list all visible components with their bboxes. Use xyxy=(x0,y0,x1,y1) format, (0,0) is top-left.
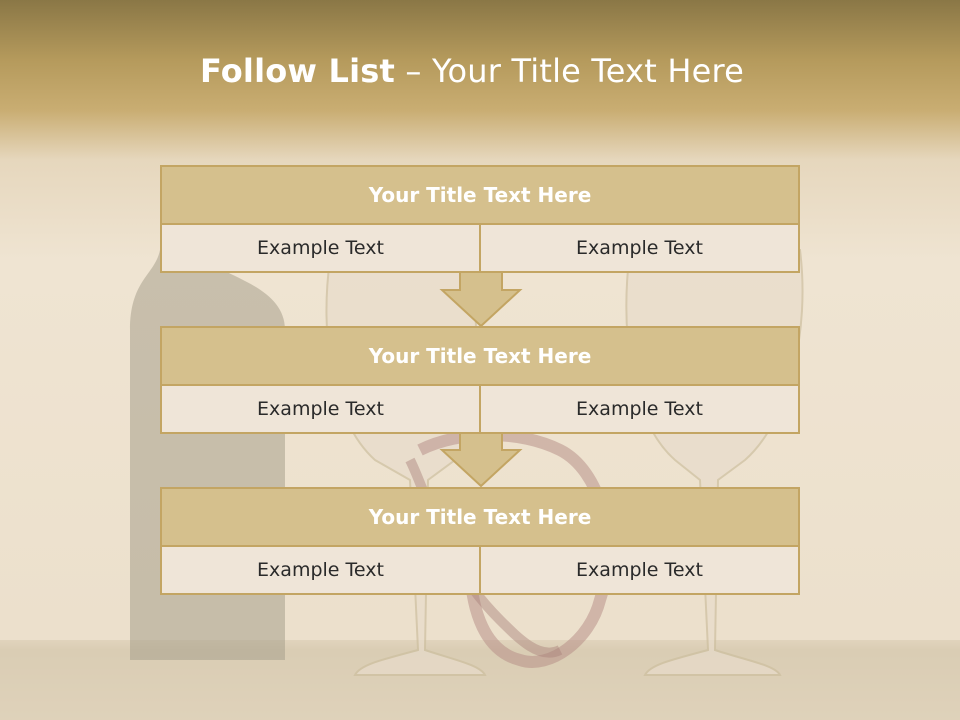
down-arrow-icon xyxy=(439,271,523,328)
step-cell-right: Example Text xyxy=(479,225,798,271)
step-cell-right: Example Text xyxy=(479,386,798,432)
slide-title: Follow List – Your Title Text Here xyxy=(0,52,944,90)
step-cell-right: Example Text xyxy=(479,547,798,593)
step-row: Example Text Example Text xyxy=(162,386,798,432)
slide-title-bold: Follow List xyxy=(199,52,396,90)
step-cell-left: Example Text xyxy=(257,398,384,420)
step-title: Your Title Text Here xyxy=(162,167,798,225)
step-block-2: Your Title Text Here Example Text Exampl… xyxy=(160,326,800,434)
step-cell-left: Example Text xyxy=(257,237,384,259)
step-row: Example Text Example Text xyxy=(162,225,798,271)
down-arrow-icon xyxy=(439,431,523,488)
step-cell-left: Example Text xyxy=(257,559,384,581)
slide-title-rest: – Your Title Text Here xyxy=(395,52,745,90)
step-block-1: Your Title Text Here Example Text Exampl… xyxy=(160,165,800,273)
right-glass-shape xyxy=(625,249,804,676)
step-title: Your Title Text Here xyxy=(162,489,798,547)
step-block-3: Your Title Text Here Example Text Exampl… xyxy=(160,487,800,595)
step-row: Example Text Example Text xyxy=(162,547,798,593)
step-title: Your Title Text Here xyxy=(162,328,798,386)
